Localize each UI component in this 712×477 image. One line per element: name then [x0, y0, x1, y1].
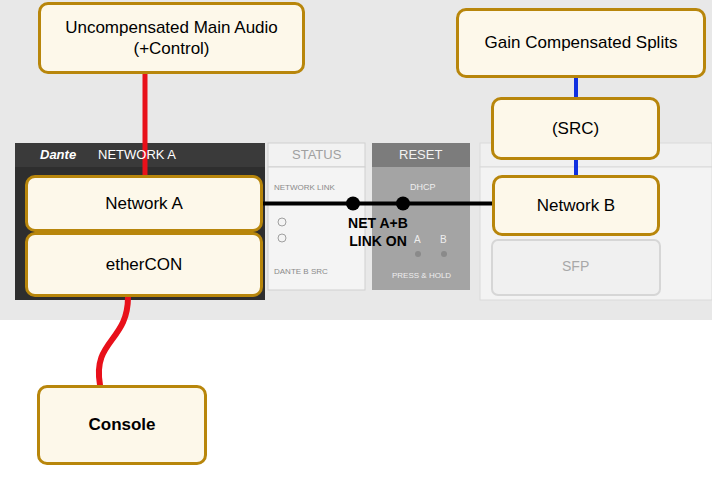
status-led [278, 218, 286, 226]
box-text: (SRC) [552, 118, 599, 139]
panel-label: B [440, 234, 447, 245]
panel-label: DHCP [410, 183, 436, 193]
panel-label: A [414, 234, 421, 245]
panel-label: STATUS [292, 148, 341, 162]
panel-label: NETWORK A [98, 148, 176, 162]
reset-header [372, 143, 470, 167]
text-box: Network A [25, 175, 263, 232]
network-b-area [480, 167, 712, 300]
status-header [268, 143, 365, 167]
status-led [278, 234, 286, 242]
panel-label: PRESS & HOLD [392, 272, 451, 281]
cable-connector [574, 78, 578, 97]
text-box: Uncompensated Main Audio (+Control) [38, 2, 305, 74]
sfp-port [492, 240, 660, 295]
text-box: Gain Compensated Splits [456, 8, 706, 78]
box-text: Console [88, 414, 155, 435]
panel-label: SFP [562, 259, 589, 274]
text-box: Network B [492, 175, 660, 236]
cable-connector [574, 160, 578, 175]
link-label: NET A+B LINK ON [330, 214, 426, 250]
panel-label: DANTE B SRC [274, 268, 328, 277]
text-box: Console [37, 385, 207, 465]
led [441, 251, 447, 257]
panel-label: Dante [40, 148, 76, 162]
cable-connector [99, 297, 128, 385]
text-box: (SRC) [491, 97, 660, 160]
box-text: Network A [105, 193, 182, 214]
box-text: etherCON [106, 254, 183, 275]
panel-label: RESET [399, 148, 442, 162]
cable-connector [263, 202, 492, 206]
panel-label: NETWORK LINK [274, 184, 335, 193]
box-text: Uncompensated Main Audio (+Control) [51, 17, 292, 60]
led [415, 251, 421, 257]
network-a-header [15, 143, 265, 167]
network-a-port-area [15, 167, 265, 300]
panel-ground [0, 0, 712, 320]
box-text: Gain Compensated Splits [485, 32, 678, 53]
box-text: Network B [537, 195, 615, 216]
text-box: etherCON [25, 232, 263, 297]
